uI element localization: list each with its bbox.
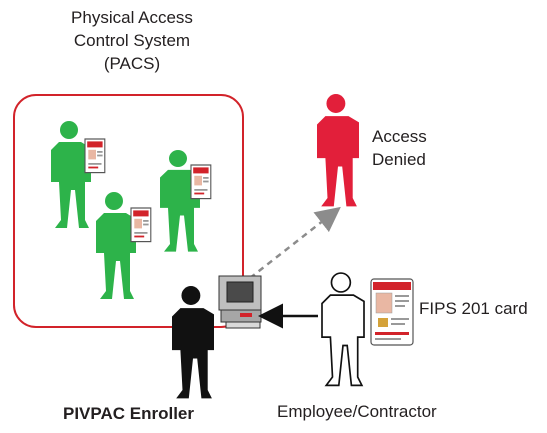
granted-badge-3 xyxy=(130,207,152,243)
employee-contractor-label: Employee/Contractor xyxy=(277,402,437,421)
fips-201-card-icon xyxy=(370,278,414,346)
access-denied-line2: Denied xyxy=(372,150,426,169)
computer-workstation-icon xyxy=(218,275,262,329)
granted-badge-1 xyxy=(84,138,106,174)
pacs-label-line2: Control System xyxy=(73,31,191,50)
pacs-label: Physical Access Control System (PACS) xyxy=(52,6,212,75)
denied-person xyxy=(317,94,359,207)
access-denied-line1: Access xyxy=(372,127,427,146)
access-denied-label: Access Denied xyxy=(372,125,427,171)
fips-card-label: FIPS 201 card xyxy=(419,299,528,318)
denied-arrow xyxy=(249,206,341,279)
pacs-label-line3: (PACS) xyxy=(103,54,161,73)
pivpac-enroller-label: PIVPAC Enroller xyxy=(63,404,194,423)
granted-person-1 xyxy=(51,121,91,228)
granted-person-3 xyxy=(96,192,136,299)
employee-person xyxy=(321,272,365,387)
enroller-person xyxy=(172,286,214,399)
granted-badge-2 xyxy=(190,164,212,200)
pacs-boundary-box xyxy=(13,94,244,328)
pacs-label-line1: Physical Access xyxy=(71,8,193,27)
